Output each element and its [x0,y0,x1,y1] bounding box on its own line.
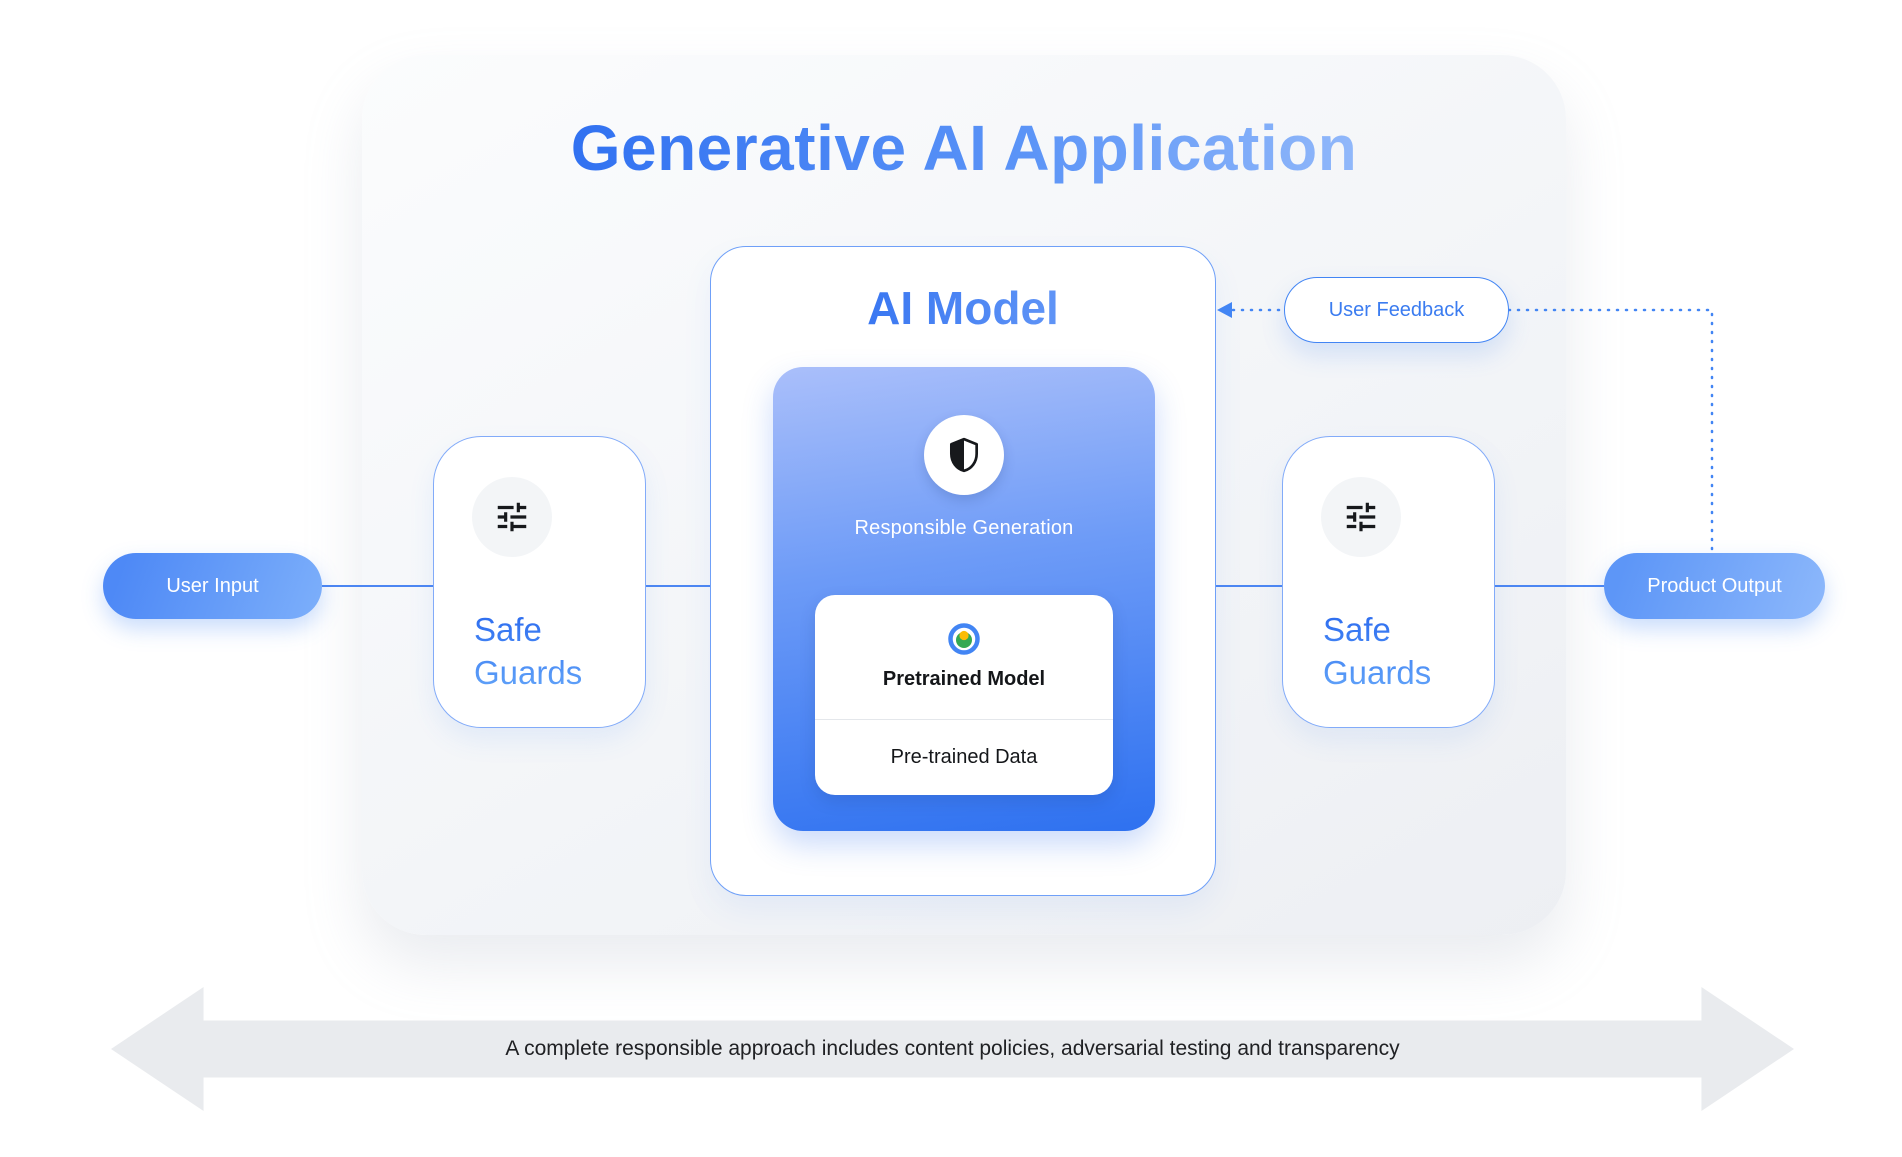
page-title: Generative AI Application [362,111,1566,185]
tune-icon [1346,502,1376,532]
user-input-node: User Input [103,553,322,619]
safeguards-left-label: Safe Guards [474,609,606,695]
generative-ai-application-container: Generative AI Application AI Model Respo… [362,55,1566,935]
responsible-generation-card: Responsible Generation Pretrained Model … [773,367,1155,831]
safeguards-left-box: Safe Guards [433,436,646,728]
card-divider [815,719,1113,720]
pretrained-data-label: Pre-trained Data [890,746,1038,768]
ai-model-title: AI Model [711,281,1215,335]
tune-badge [472,477,552,557]
tune-icon [497,502,527,532]
banner-text: A complete responsible approach includes… [505,1037,1400,1060]
user-feedback-node: User Feedback [1284,277,1509,343]
shield-badge [924,415,1004,495]
responsible-generation-label: Responsible Generation [854,517,1074,539]
product-output-node: Product Output [1604,553,1825,619]
model-icon [948,623,980,655]
safeguards-right-box: Safe Guards [1282,436,1495,728]
tune-badge [1321,477,1401,557]
shield-icon [949,437,979,473]
pretrained-model-label: Pretrained Model [882,668,1046,690]
ai-model-box: AI Model Responsible Generation [710,246,1216,896]
responsible-approach-banner: A complete responsible approach includes… [111,987,1794,1111]
safeguards-right-label: Safe Guards [1323,609,1455,695]
model-badge [948,623,980,655]
pretrained-model-card: Pretrained Model Pre-trained Data [815,595,1113,795]
